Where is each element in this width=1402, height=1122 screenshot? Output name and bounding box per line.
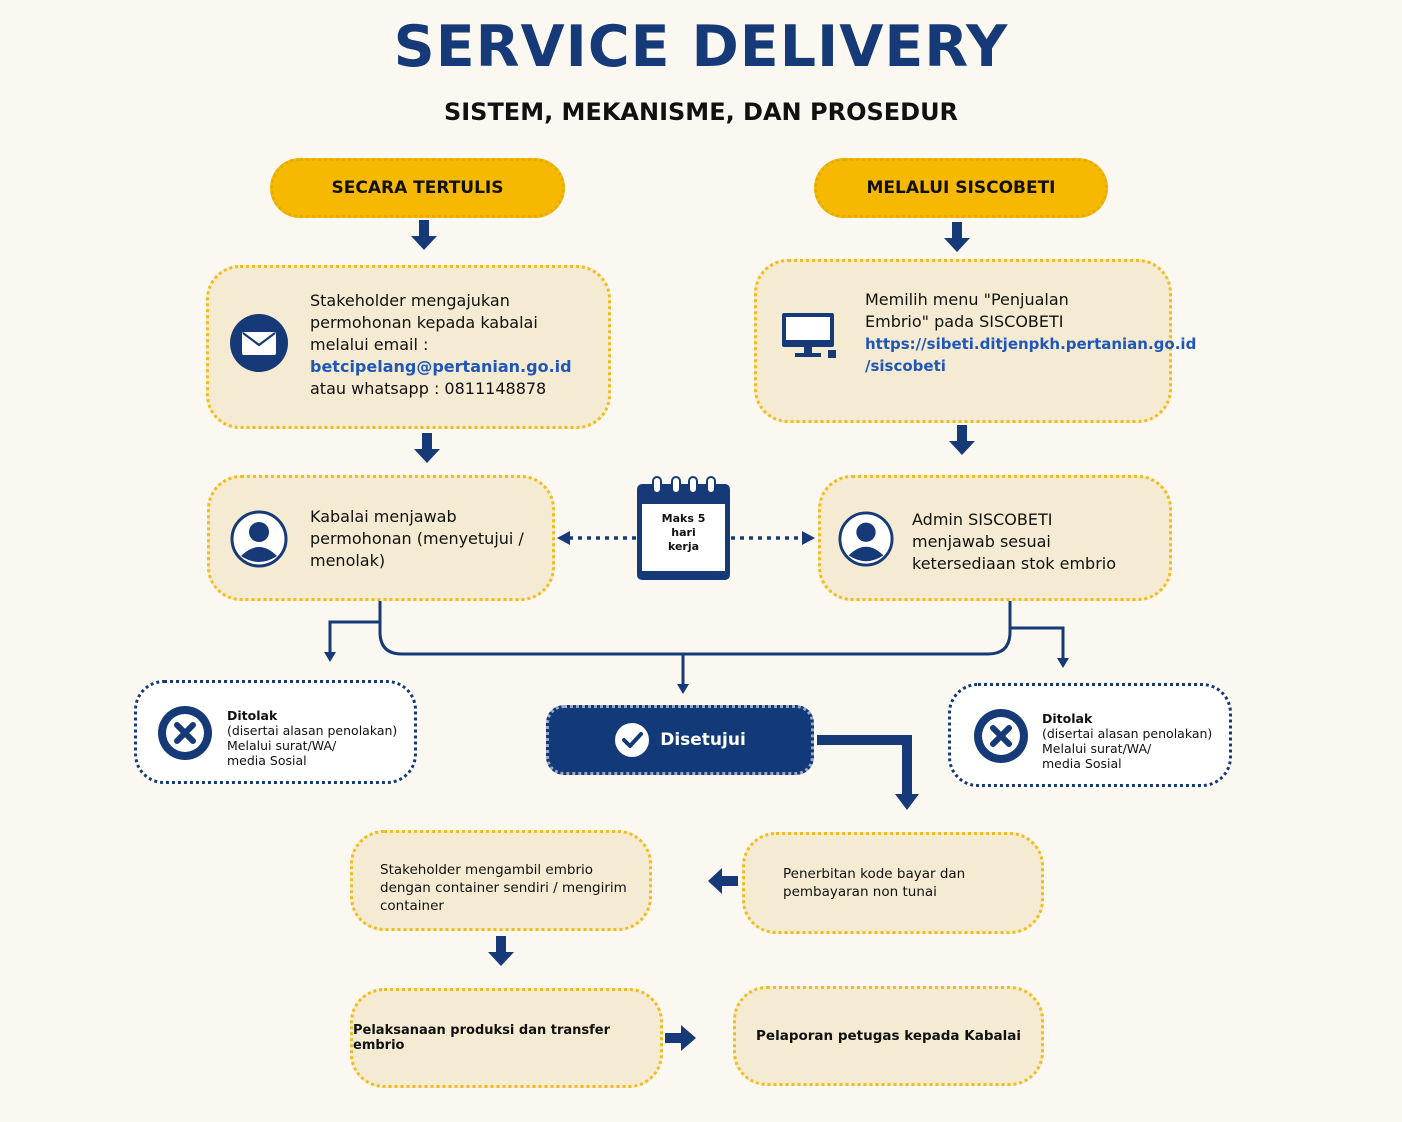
admin-line-2: menjawab sesuai (912, 532, 1051, 551)
admin-line-1: Admin SISCOBETI (912, 510, 1053, 529)
email-step-line-1: Stakeholder mengajukan (310, 291, 510, 310)
header-melalui-siscobeti: MELALUI SISCOBETI (814, 158, 1108, 218)
header-secara-tertulis: SECARA TERTULIS (270, 158, 565, 218)
siscobeti-menu-box: Memilih menu "Penjualan Embrio" pada SIS… (754, 259, 1197, 423)
arrow-to-report-right (665, 1025, 696, 1051)
down-arrows (411, 220, 975, 1051)
pickup-line-1: Stakeholder mengambil embrio (380, 862, 594, 878)
approved-label: Disetujui (660, 730, 746, 750)
siscobeti-step-line-1: Memilih menu "Penjualan (865, 290, 1069, 309)
email-step-line-3: melalui email : (310, 335, 429, 354)
whatsapp-text: atau whatsapp : 0811148878 (310, 379, 547, 398)
report-box: Pelaporan petugas kepada Kabalai (733, 986, 1044, 1086)
payment-line-1: Penerbitan kode bayar dan (783, 866, 966, 882)
reject-x-icon (158, 706, 212, 760)
production-label: Pelaksanaan produksi dan transfer embrio (353, 1023, 611, 1053)
page-title: SERVICE DELIVERY (393, 14, 1009, 80)
header-secara-tertulis-label: SECARA TERTULIS (331, 178, 504, 198)
email-request-box: Stakeholder mengajukan permohonan kepada… (206, 265, 611, 429)
rejected-right-box: Ditolak (disertai alasan penolakan) Mela… (948, 683, 1232, 787)
arrow-left-step1 (414, 433, 440, 463)
kabalai-answer-box: Kabalai menjawab permohonan (menyetujui … (207, 475, 555, 601)
rejected-right-line-1: (disertai alasan penolakan) (1042, 726, 1213, 741)
computer-icon (782, 313, 836, 358)
arrow-pickup-down (488, 936, 514, 966)
user-icon (230, 510, 288, 568)
kabalai-line-3: menolak) (310, 551, 386, 570)
payment-box: Penerbitan kode bayar dan pembayaran non… (742, 832, 1044, 934)
pickup-line-2: dengan container sendiri / mengirim (380, 880, 627, 896)
kabalai-line-2: permohonan (menyetujui / (310, 529, 524, 548)
calendar-line-2: hari (671, 526, 696, 539)
rejected-left-title: Ditolak (227, 708, 278, 723)
pickup-box: Stakeholder mengambil embrio dengan cont… (350, 830, 652, 931)
user-icon (838, 511, 894, 567)
rejected-right-line-3: media Sosial (1042, 756, 1122, 771)
email-step-line-2: permohonan kepada kabalai (310, 313, 538, 332)
report-label: Pelaporan petugas kepada Kabalai (756, 1028, 1021, 1044)
rejected-right-title: Ditolak (1042, 711, 1093, 726)
check-icon (615, 723, 650, 757)
calendar-icon: Maks 5 hari kerja (636, 476, 731, 581)
header-melalui-siscobeti-label: MELALUI SISCOBETI (866, 178, 1056, 198)
arrow-left-header (411, 220, 437, 250)
reject-x-icon (974, 709, 1028, 763)
rejected-left-line-1: (disertai alasan penolakan) (227, 723, 398, 738)
arrow-right-step1 (949, 425, 975, 455)
page-subtitle: SISTEM, MEKANISME, DAN PROSEDUR (443, 98, 959, 126)
rejected-left-line-3: media Sosial (227, 753, 307, 768)
calendar-line-1: Maks 5 (661, 512, 706, 525)
rejected-left-line-2: Melalui surat/WA/ (227, 738, 337, 753)
calendar-line-3: kerja (667, 540, 700, 553)
rejected-left-box: Ditolak (disertai alasan penolakan) Mela… (134, 680, 417, 784)
admin-line-3: ketersediaan stok embrio (912, 554, 1116, 573)
rejected-right-line-2: Melalui surat/WA/ (1042, 741, 1152, 756)
email-link[interactable]: betcipelang@pertanian.go.id (310, 357, 572, 376)
siscobeti-url-line-2[interactable]: /siscobeti (865, 357, 946, 375)
siscobeti-url-line-1[interactable]: https://sibeti.ditjenpkh.pertanian.go.id (865, 335, 1197, 353)
arrow-to-payment-left (708, 868, 738, 894)
email-icon (230, 314, 288, 372)
admin-answer-box: Admin SISCOBETI menjawab sesuai ketersed… (818, 475, 1172, 601)
payment-line-2: pembayaran non tunai (783, 884, 937, 900)
arrow-right-header (944, 222, 970, 252)
production-box: Pelaksanaan produksi dan transfer embrio (350, 988, 663, 1088)
approved-box: Disetujui (546, 705, 814, 775)
siscobeti-step-line-2: Embrio" pada SISCOBETI (865, 312, 1064, 331)
kabalai-line-1: Kabalai menjawab (310, 507, 457, 526)
pickup-line-3: container (380, 898, 444, 914)
